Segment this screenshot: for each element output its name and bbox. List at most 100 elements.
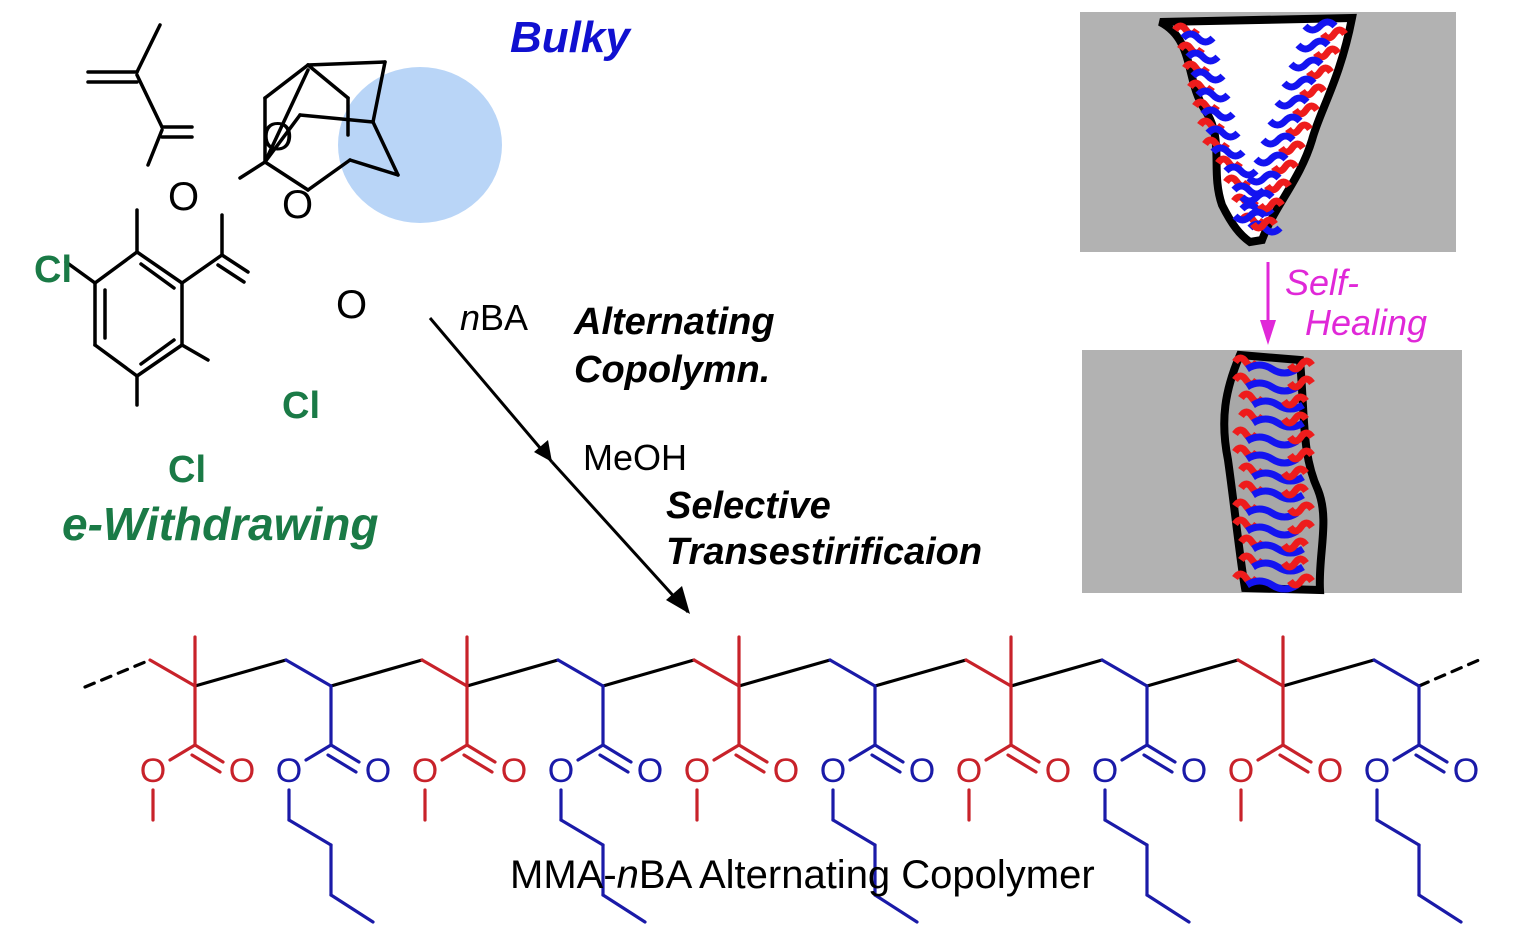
carbonyl-double-bond	[601, 743, 633, 764]
ester-oxygen: O	[820, 752, 846, 790]
backbone-bond-nba	[284, 658, 333, 688]
carbonyl-double-bond	[1417, 743, 1449, 764]
ester-bond	[1392, 743, 1421, 762]
red-wave-chain	[1287, 501, 1315, 517]
carbonyl-double-bond	[193, 743, 225, 764]
red-wave-chain	[1257, 197, 1285, 213]
blue-wave-chain	[1274, 94, 1310, 110]
blue-wave-chain	[1251, 541, 1305, 557]
healing-label-line1: Self-	[1285, 262, 1359, 303]
blue-wave-chain	[1239, 189, 1275, 205]
blue-wave-chain	[1180, 30, 1216, 46]
ester-oxygen: O	[1092, 752, 1118, 790]
backbone-bond-nba	[1372, 658, 1421, 688]
blue-wave-chain	[1245, 433, 1299, 449]
blue-wave-chain	[1195, 87, 1231, 103]
backbone-bond-nba	[828, 658, 877, 688]
atom-cl-right: Cl	[282, 385, 320, 427]
blue-wave-chain	[1267, 113, 1303, 129]
withdrawing-label: e-Withdrawing	[62, 498, 378, 550]
carbonyl-double-bond	[598, 753, 630, 774]
carbonyl-oxygen: O	[637, 752, 663, 790]
blue-wave-chain	[1302, 18, 1338, 34]
blue-wave-chain	[1200, 106, 1236, 122]
red-wave-chain	[1281, 465, 1309, 481]
red-wave-chain	[1287, 519, 1315, 535]
red-wave-chain	[1292, 102, 1320, 118]
carbonyl-double-bond	[1414, 753, 1446, 774]
red-wave-chain	[1287, 375, 1315, 391]
carbonyl-double-bond	[870, 753, 902, 774]
caption-suffix: BA Alternating Copolymer	[639, 853, 1095, 897]
atom-o-ester-top: O	[168, 175, 199, 219]
carbonyl-double-bond	[465, 743, 497, 764]
blue-wave-chain	[1251, 397, 1305, 413]
backbone-bond-mma	[420, 658, 469, 688]
caption-italic: n	[617, 853, 639, 897]
butyl-bond-4	[601, 893, 647, 924]
red-wave-chain	[1313, 45, 1341, 61]
carbonyl-double-bond	[1145, 743, 1177, 764]
blue-wave-chain	[1251, 487, 1305, 503]
monomer-atoms: O O O O Cl Cl Cl	[34, 115, 367, 491]
chain-end-dashed-right	[1417, 658, 1481, 688]
carbonyl-double-bond	[1278, 753, 1310, 774]
ester-bond	[576, 743, 605, 762]
ester-bond	[1256, 743, 1285, 762]
blue-wave-chain	[1210, 144, 1246, 160]
red-wave-chain	[1285, 121, 1313, 137]
blue-wave-chain	[1245, 451, 1299, 467]
red-wave-chain	[1264, 178, 1292, 194]
carbonyl-double-bond	[462, 753, 494, 774]
butyl-bond-2	[1375, 818, 1421, 847]
carbonyl-oxygen: O	[229, 752, 255, 790]
step1-label-line1: Alternating	[573, 301, 775, 343]
ester-bond	[848, 743, 877, 762]
ester-oxygen: O	[684, 752, 710, 790]
healing-arrow	[1260, 262, 1276, 345]
backbone-link	[1281, 658, 1376, 688]
carbonyl-oxygen: O	[1181, 752, 1207, 790]
backbone-link	[1009, 658, 1104, 688]
reaction-arrow	[428, 317, 690, 614]
wave-chains-bottom	[1232, 354, 1315, 593]
carbonyl-oxygen: O	[365, 752, 391, 790]
step1-reagent-prefix: n	[460, 297, 480, 338]
red-wave-chain	[1281, 537, 1309, 553]
backbone-bond-nba	[1100, 658, 1149, 688]
backbone-bond-mma	[692, 658, 741, 688]
monomer-structure	[64, 23, 502, 407]
backbone-bond-mma	[1236, 658, 1285, 688]
atom-o-carbonyl-right: O	[336, 283, 367, 327]
bulky-highlight	[338, 67, 502, 223]
ester-bond	[984, 743, 1013, 762]
ester-oxygen: O	[412, 752, 438, 790]
red-wave-chain	[1281, 393, 1309, 409]
blue-wave-chain	[1251, 415, 1305, 431]
butyl-bond-4	[329, 893, 375, 924]
red-wave-chain	[1281, 555, 1309, 571]
blue-wave-chain	[1245, 577, 1299, 593]
backbone-link	[329, 658, 424, 688]
blue-wave-chain	[1251, 559, 1305, 575]
carbonyl-oxygen: O	[501, 752, 527, 790]
step1-label-line2: Copolymn.	[574, 349, 770, 391]
blue-wave-chain	[1223, 163, 1259, 179]
blue-wave-chain	[1205, 125, 1241, 141]
butyl-bond-4	[873, 893, 919, 924]
carbonyl-oxygen: O	[909, 752, 935, 790]
ester-oxygen: O	[1364, 752, 1390, 790]
backbone-link	[601, 658, 696, 688]
backbone-link	[737, 658, 832, 688]
blue-wave-chain	[1260, 132, 1296, 148]
red-wave-chain	[1281, 411, 1309, 427]
step2-label-line1: Selective	[666, 485, 831, 527]
ester-oxygen: O	[1228, 752, 1254, 790]
red-wave-chain	[1287, 357, 1315, 373]
blue-wave-chain	[1232, 208, 1268, 224]
backbone-bond-nba	[556, 658, 605, 688]
red-wave-chain	[1287, 447, 1315, 463]
red-wave-chain	[1271, 159, 1299, 175]
atom-cl-left: Cl	[34, 249, 72, 291]
